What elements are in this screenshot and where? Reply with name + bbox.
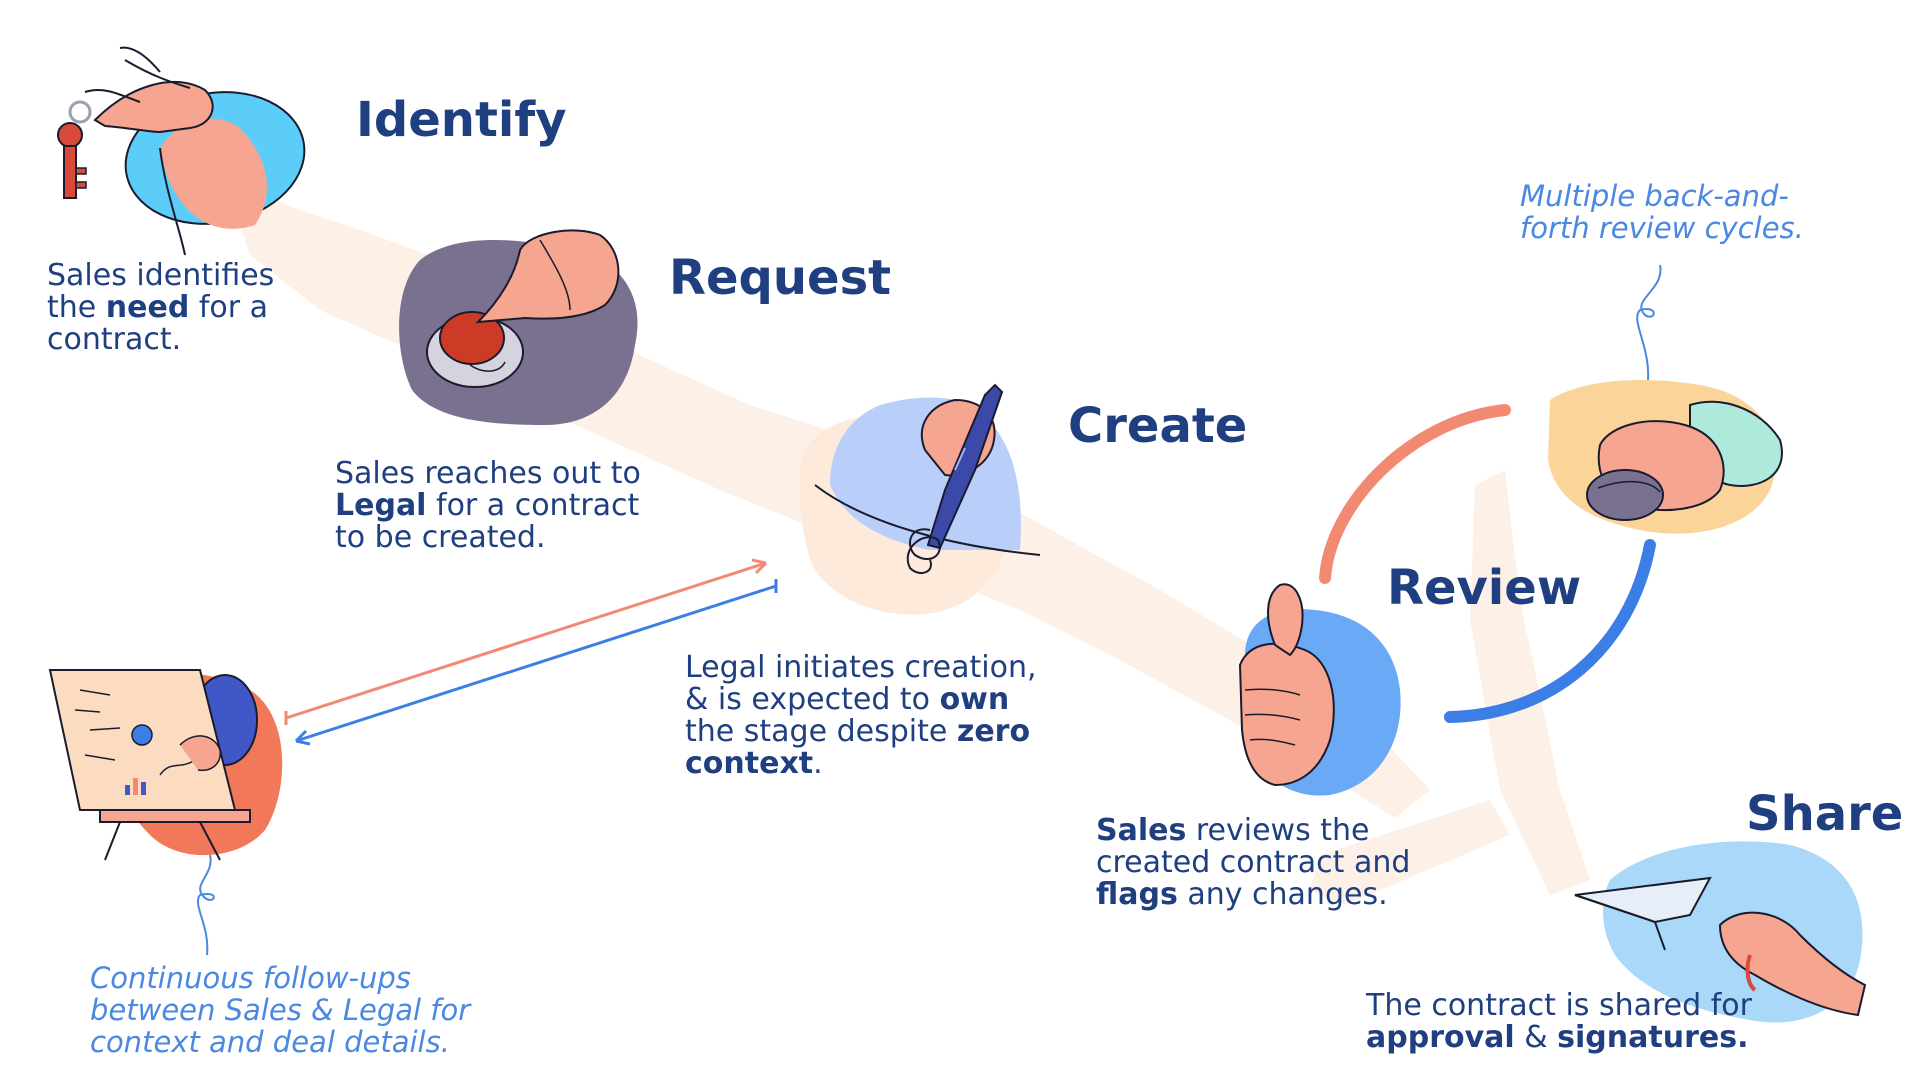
- finger-pressing-button-icon: [399, 229, 638, 425]
- stage-desc-review: Sales reviews the created contract and f…: [1096, 813, 1411, 912]
- mouse-hand-icon: [1548, 380, 1783, 534]
- stage-desc-share: The contract is shared for approval & si…: [1366, 988, 1752, 1055]
- note-review-cycles: Multiple back-and- forth review cycles.: [1520, 179, 1804, 245]
- squiggle-pointers: [197, 264, 1662, 956]
- stage-desc-create: Legal initiates creation, & is expected …: [685, 650, 1037, 781]
- review-cycle-arcs: [1319, 404, 1656, 723]
- stage-desc-request: Sales reaches out to Legal for a contrac…: [335, 456, 641, 555]
- hand-with-key-icon: [57, 46, 306, 256]
- stage-title-request: Request: [669, 250, 892, 306]
- stage-title-identify: Identify: [356, 92, 567, 148]
- thumbs-up-icon: [1238, 583, 1401, 796]
- pen-signing-icon: [800, 383, 1041, 615]
- paper-plane-hand-icon: [1574, 841, 1867, 1023]
- stage-desc-identify: Sales identifies the need for a contract…: [47, 258, 275, 357]
- follow-up-arrows: [284, 558, 778, 746]
- presentation-easel-icon: [48, 669, 283, 861]
- stage-title-review: Review: [1387, 560, 1582, 616]
- note-follow-ups: Continuous follow-ups between Sales & Le…: [90, 961, 471, 1059]
- stage-title-create: Create: [1068, 398, 1248, 454]
- stage-title-share: Share: [1746, 786, 1904, 842]
